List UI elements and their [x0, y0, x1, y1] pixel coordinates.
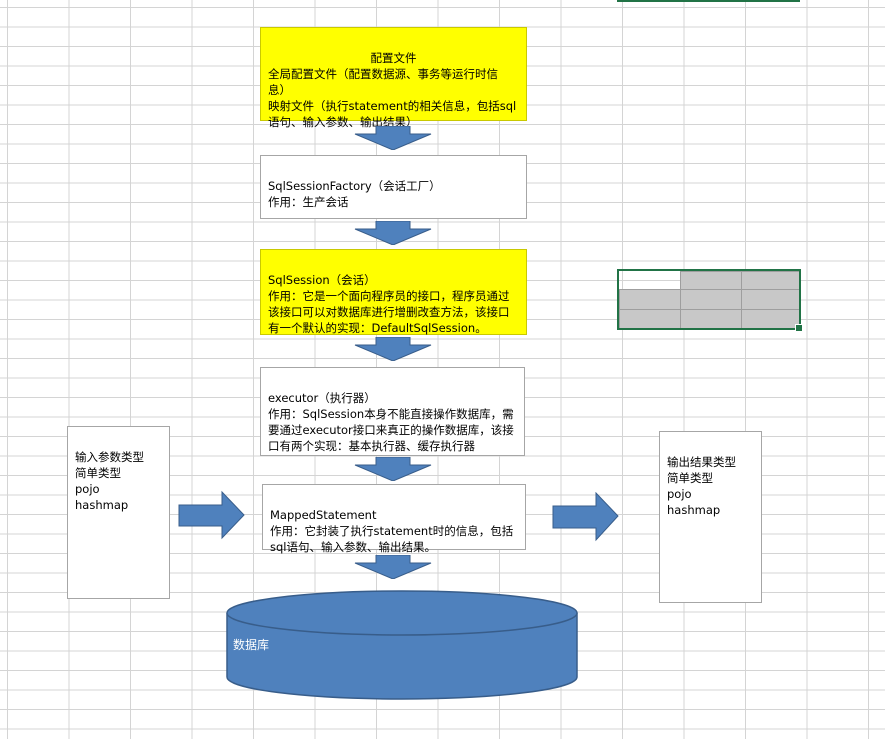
selected-cell[interactable]	[619, 289, 680, 309]
selected-cell[interactable]	[741, 289, 799, 309]
down-arrow-icon	[354, 221, 432, 245]
sql-session-box[interactable]: SqlSession（会话） 作用：它是一个面向程序员的接口，程序员通过该接口可…	[260, 249, 527, 335]
output-types-box[interactable]: 输出结果类型 简单类型 pojo hashmap	[659, 431, 762, 603]
selected-cell[interactable]	[619, 309, 680, 328]
mapped-statement-box[interactable]: MappedStatement 作用：它封装了执行statement时的信息，包…	[262, 484, 526, 554]
input-types-text: 输入参数类型 简单类型 pojo hashmap	[75, 450, 144, 512]
down-arrow-icon	[354, 457, 432, 481]
session-factory-box[interactable]: SqlSessionFactory（会话工厂） 作用：生产会话	[260, 155, 527, 219]
down-arrow-icon	[354, 555, 432, 579]
mapped-statement-text: MappedStatement 作用：它封装了执行statement时的信息，包…	[270, 508, 514, 554]
session-factory-text: SqlSessionFactory（会话工厂） 作用：生产会话	[268, 179, 441, 209]
database-label: 数据库	[233, 638, 270, 652]
fill-handle[interactable]	[795, 324, 803, 332]
selected-column-indicator	[617, 0, 800, 2]
config-files-title: 配置文件	[370, 51, 417, 65]
right-arrow-icon	[552, 492, 619, 542]
right-arrow-icon	[178, 490, 245, 540]
down-arrow-icon	[354, 126, 432, 150]
selected-cell[interactable]	[741, 271, 799, 289]
selected-cell[interactable]	[680, 271, 741, 289]
executor-text: executor（执行器） 作用：SqlSession本身不能直接操作数据库，需…	[268, 391, 514, 453]
input-types-box[interactable]: 输入参数类型 简单类型 pojo hashmap	[67, 426, 170, 599]
down-arrow-icon	[354, 337, 432, 361]
selected-cell[interactable]	[741, 309, 799, 328]
config-files-box[interactable]: 配置文件全局配置文件（配置数据源、事务等运行时信息） 映射文件（执行statem…	[260, 27, 527, 129]
sql-session-text: SqlSession（会话） 作用：它是一个面向程序员的接口，程序员通过该接口可…	[268, 273, 510, 335]
database-cylinder-icon[interactable]	[224, 587, 580, 703]
selected-cell[interactable]	[680, 309, 741, 328]
output-types-text: 输出结果类型 简单类型 pojo hashmap	[667, 455, 736, 517]
selected-cell[interactable]	[680, 289, 741, 309]
executor-box[interactable]: executor（执行器） 作用：SqlSession本身不能直接操作数据库，需…	[260, 367, 525, 456]
selected-cell-range[interactable]	[617, 269, 803, 332]
config-files-text: 全局配置文件（配置数据源、事务等运行时信息） 映射文件（执行statement的…	[268, 67, 517, 129]
